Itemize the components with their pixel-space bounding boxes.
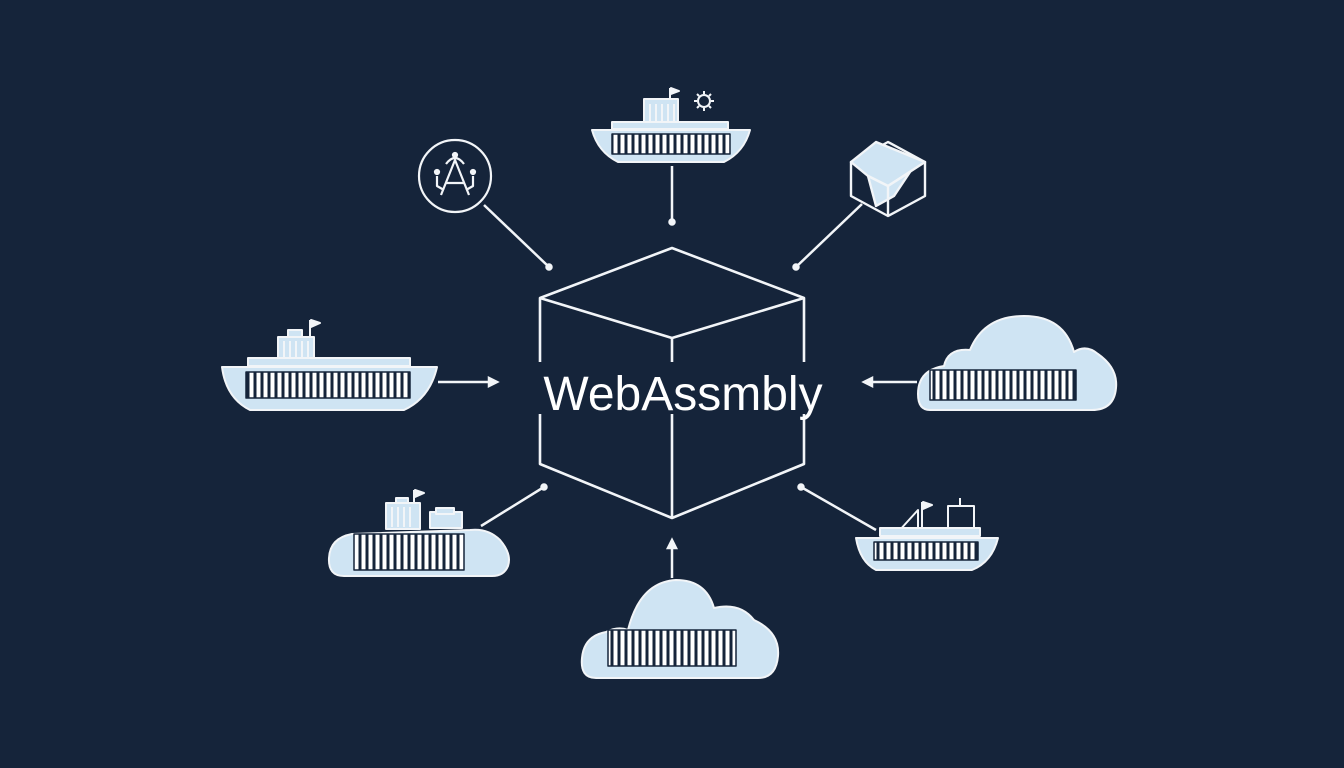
cloud-container-icon [917,315,1118,411]
connector-bottom-arrow [665,537,679,550]
connector-upper-left-dot [545,263,553,271]
connector-lower-right [800,485,877,532]
connector-lower-left-dot [540,483,548,491]
center-label-backdrop [522,362,844,414]
connector-lower-left [480,485,545,528]
connector-top-dot [668,218,676,226]
cargo-ship-icon [591,87,751,163]
connector-upper-right-dot [792,263,800,271]
bottom-cloud-node [580,579,780,679]
connector-right-arrow [861,375,874,389]
sail-ship-icon [855,498,999,571]
right-cloud-node [917,315,1118,411]
upper-left-badge-node [417,138,493,214]
connector-upper-left [483,204,550,268]
center-label: WebAssmbly [543,368,822,421]
cloud-ship-icon [327,489,510,577]
left-ship-node [221,319,438,411]
lower-right-ship-node [855,498,999,571]
connector-left-arrow [487,375,500,389]
gear-icon [694,91,714,111]
upper-right-hexagon-node [849,140,927,218]
connector-upper-right [795,203,863,268]
cargo-ship-icon [221,319,438,411]
cloud-container-icon [580,579,780,679]
cube-front-left-edge [539,296,805,340]
top-ship-node [591,87,751,163]
letter-a-badge-icon [417,138,493,214]
connector-lower-right-dot [797,483,805,491]
hexagon-cube-icon [849,140,927,218]
lower-left-cloud-node [327,489,510,577]
connectors [438,166,917,578]
